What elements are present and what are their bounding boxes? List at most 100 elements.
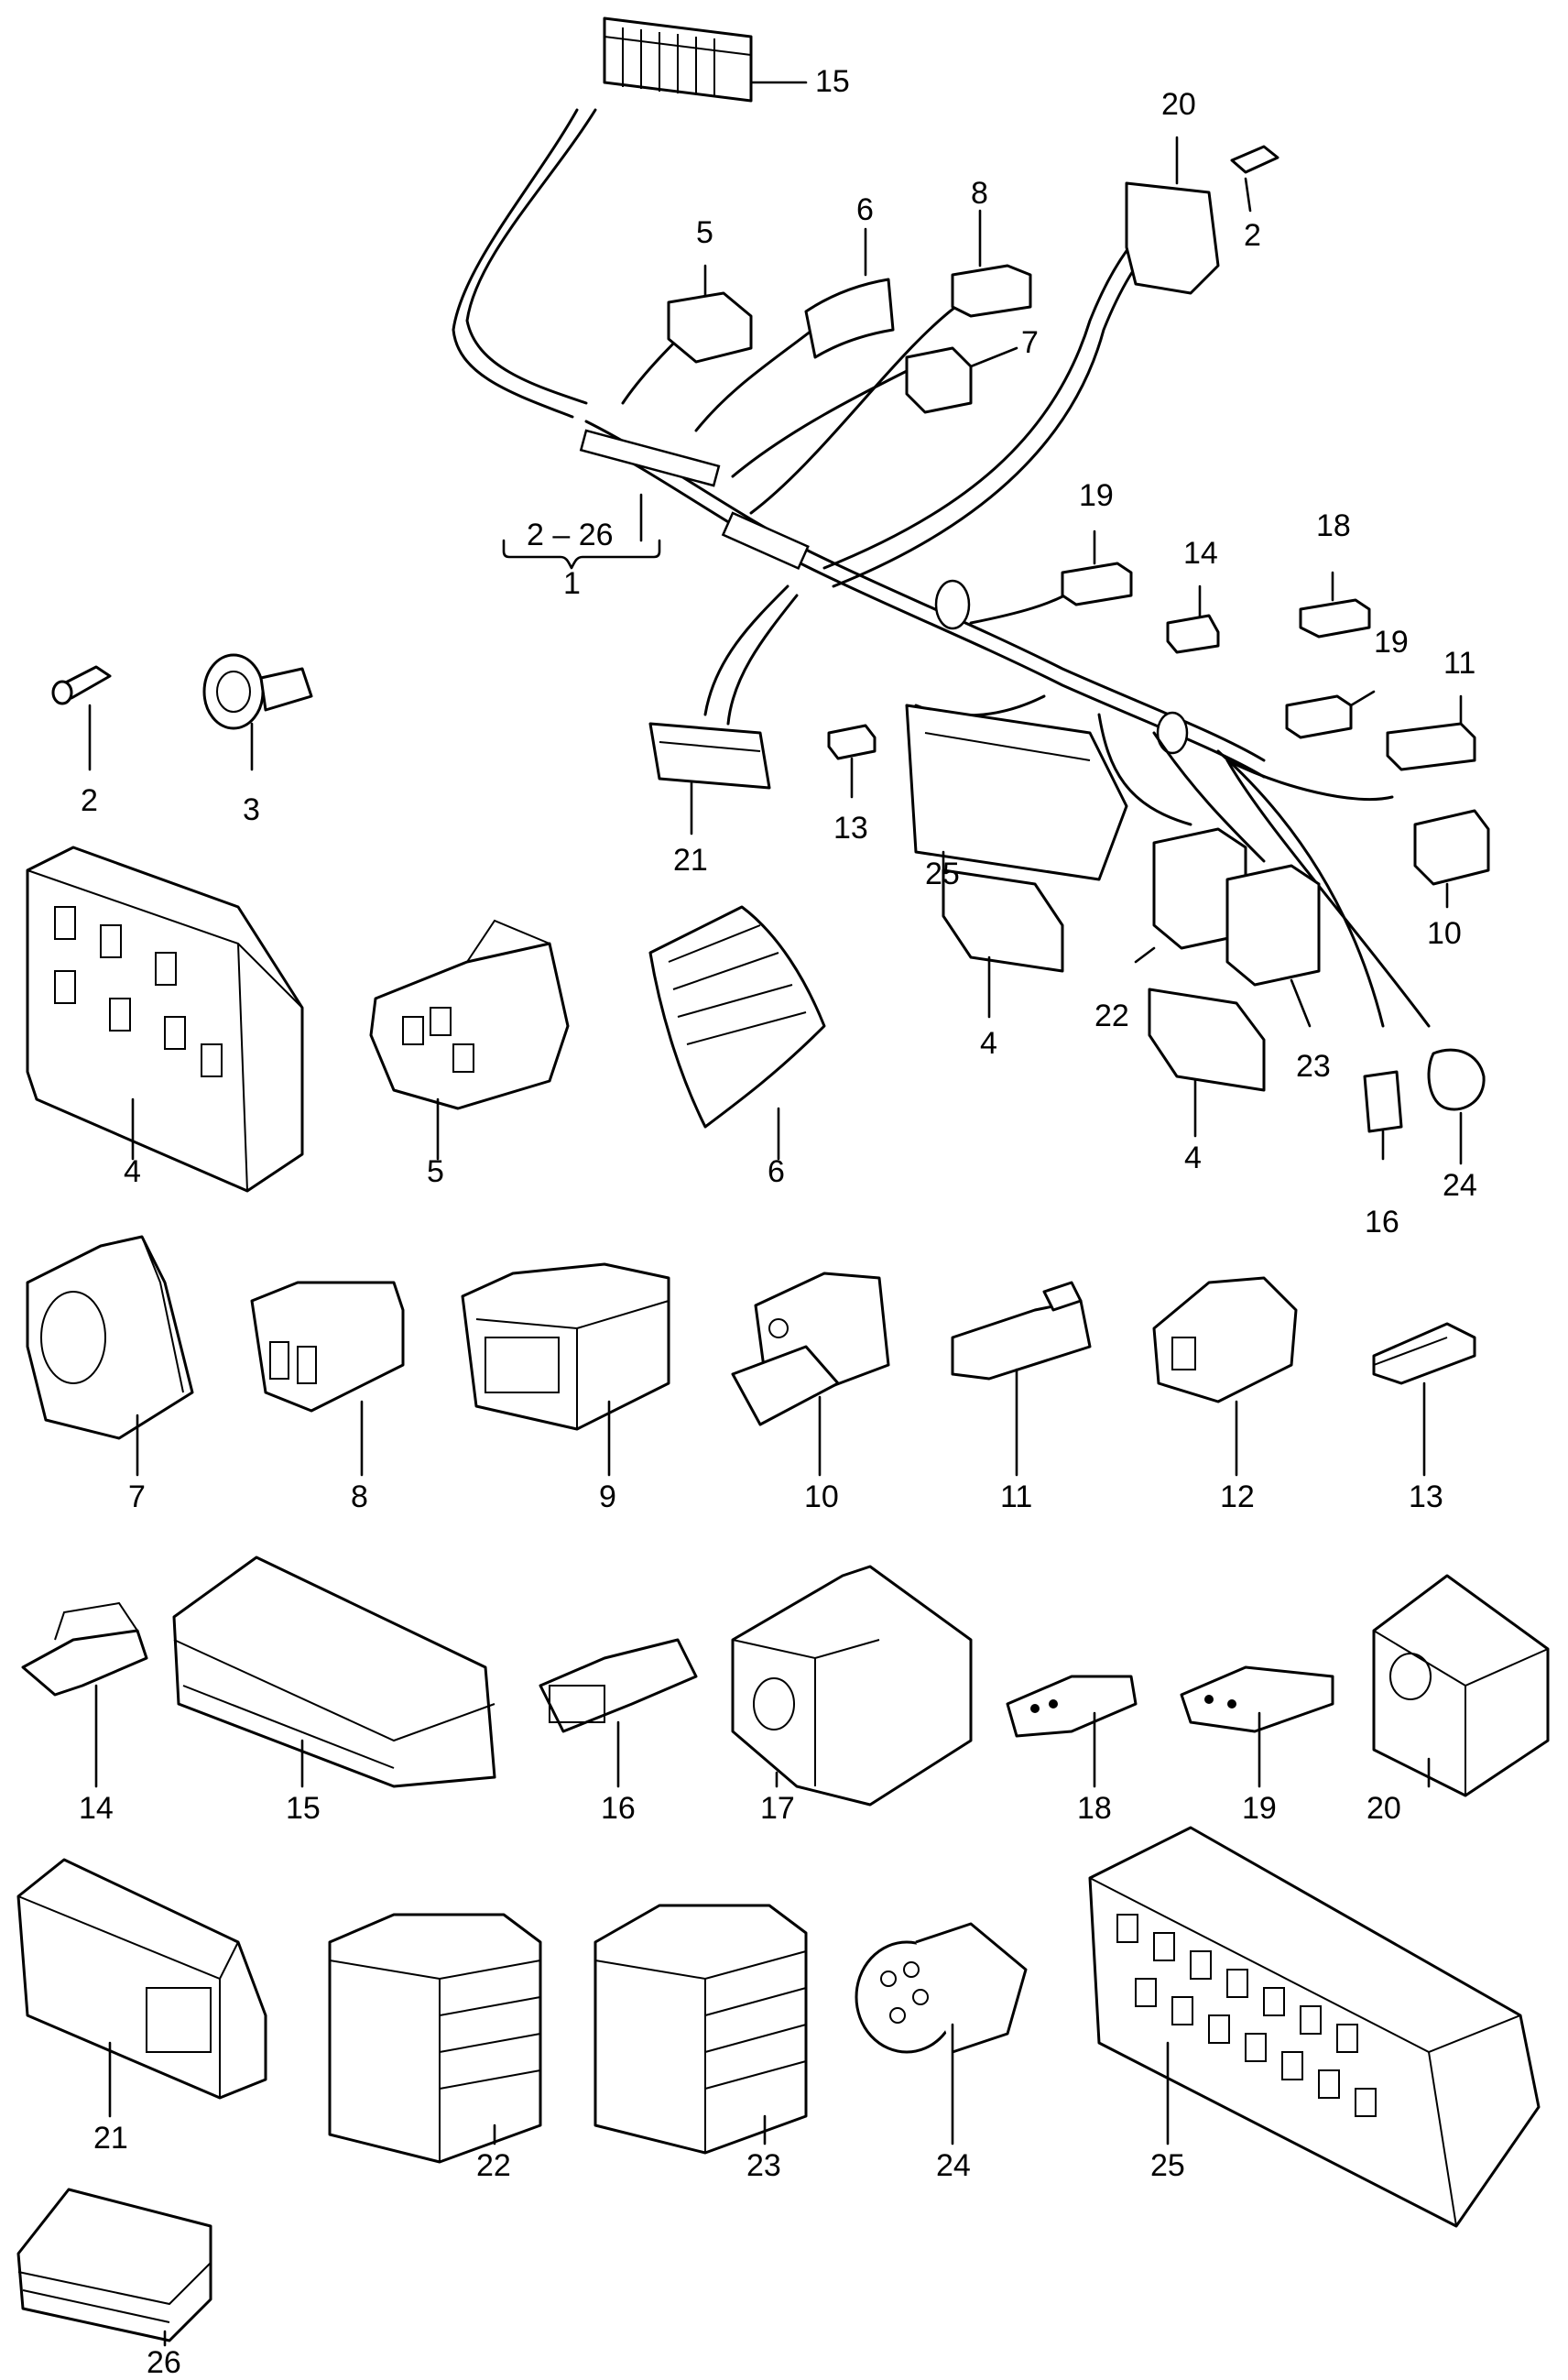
label-26: 26 <box>147 2345 181 2375</box>
part-20-connector: 20 <box>1367 1574 1550 1826</box>
label-23: 23 <box>746 2148 781 2183</box>
label-19-harness-right: 19 <box>1374 625 1409 660</box>
label-18: 18 <box>1077 1791 1112 1826</box>
label-6-harness: 6 <box>856 192 874 227</box>
connector-13-harness <box>827 724 877 799</box>
part-2-bulb: 2 <box>51 665 112 818</box>
connector-21-harness <box>648 722 771 835</box>
label-15: 15 <box>286 1791 321 1826</box>
label-2-harness: 2 <box>1244 218 1261 253</box>
label-2-26: 2 – 26 <box>527 518 614 552</box>
part-7-connector: 7 <box>26 1235 194 1514</box>
label-11-harness: 11 <box>1443 646 1475 681</box>
label-4: 4 <box>124 1154 141 1189</box>
part-24-round-connector: 24 <box>855 1922 1028 2183</box>
label-8-harness: 8 <box>971 176 988 211</box>
label-13-harness: 13 <box>833 811 868 846</box>
label-24-harness: 24 <box>1443 1168 1477 1203</box>
part-26-connector: 26 <box>16 2188 212 2380</box>
label-15-harness: 15 <box>815 64 850 99</box>
label-21-harness: 21 <box>673 843 708 878</box>
label-9: 9 <box>599 1479 616 1514</box>
part-15-connector: 15 <box>172 1556 496 1826</box>
label-13: 13 <box>1409 1479 1443 1514</box>
connector-16-harness <box>1363 1070 1403 1161</box>
part-8-connector: 8 <box>250 1281 405 1514</box>
part-6-curved-connector: 6 <box>648 905 826 1189</box>
label-16: 16 <box>601 1791 636 1826</box>
label-10: 10 <box>804 1479 839 1514</box>
label-1: 1 <box>563 566 581 601</box>
label-11: 11 <box>1000 1479 1032 1514</box>
label-24: 24 <box>936 2148 971 2183</box>
part-18-connector: 18 <box>1006 1675 1138 1826</box>
part-21-connector: 21 <box>16 1858 267 2156</box>
connector-7-harness <box>905 346 1018 414</box>
label-21: 21 <box>93 2121 128 2156</box>
label-20-harness: 20 <box>1161 87 1196 122</box>
part-23-connector: 23 <box>593 1904 808 2183</box>
connector-14-harness <box>1166 584 1220 654</box>
part-25-connector-block: 25 <box>1088 1826 1541 2228</box>
label-16-harness: 16 <box>1365 1205 1399 1239</box>
bulb-2-harness <box>1230 145 1279 213</box>
label-25: 25 <box>1150 2148 1185 2183</box>
label-5-harness: 5 <box>696 215 713 250</box>
label-12: 12 <box>1220 1479 1255 1514</box>
part-14-terminal: 14 <box>21 1601 148 1826</box>
connector-15-harness <box>603 16 808 103</box>
label-22-harness: 22 <box>1094 999 1129 1033</box>
label-22: 22 <box>476 2148 511 2183</box>
connector-4-harness-lower <box>1148 988 1266 1138</box>
label-7-harness: 7 <box>1021 325 1039 360</box>
label-3: 3 <box>243 792 260 827</box>
label-19: 19 <box>1242 1791 1277 1826</box>
part-19-connector: 19 <box>1180 1665 1334 1826</box>
connector-25-harness <box>905 704 1128 886</box>
label-4-harness-lower: 4 <box>1184 1141 1202 1175</box>
label-10-harness: 10 <box>1427 916 1462 951</box>
part-3-grommet: 3 <box>202 653 313 827</box>
label-19-harness-top: 19 <box>1079 478 1114 513</box>
part-13-terminal: 13 <box>1372 1322 1476 1514</box>
connector-11-harness <box>1386 694 1476 771</box>
connector-8-harness <box>951 209 1032 318</box>
part-12-connector: 12 <box>1152 1276 1298 1514</box>
connector-23-harness <box>1225 864 1321 1028</box>
label-6: 6 <box>768 1154 785 1189</box>
part-10-connector: 10 <box>731 1272 890 1514</box>
label-17: 17 <box>760 1791 795 1826</box>
label-20: 20 <box>1367 1791 1401 1826</box>
connector-19-harness-top <box>1061 529 1133 606</box>
assembly-bracket: 2 – 26 1 <box>502 493 661 601</box>
label-4-harness-mid: 4 <box>980 1026 997 1061</box>
connector-24-harness <box>1427 1048 1486 1165</box>
label-18-harness: 18 <box>1316 508 1351 543</box>
label-2: 2 <box>81 783 98 818</box>
label-14: 14 <box>79 1791 114 1826</box>
connector-10-harness <box>1413 809 1490 909</box>
label-14-harness: 14 <box>1183 536 1218 571</box>
part-17-relay-socket: 17 <box>731 1565 973 1826</box>
part-16-connector: 16 <box>539 1638 698 1826</box>
part-9-connector: 9 <box>461 1262 670 1514</box>
connector-6-harness <box>804 227 895 359</box>
wiring-harness <box>452 108 1431 1028</box>
label-8: 8 <box>351 1479 368 1514</box>
connector-20-harness <box>1125 136 1220 295</box>
harness-labels: 15 20 2 5 6 8 7 19 18 14 19 11 13 25 21 … <box>673 64 1477 1239</box>
part-4-connector-housing: 4 <box>26 846 304 1193</box>
part-11-terminal: 11 <box>951 1281 1092 1514</box>
label-25-harness: 25 <box>925 857 960 891</box>
label-23-harness: 23 <box>1296 1049 1331 1084</box>
connector-18-harness <box>1299 571 1371 639</box>
part-22-connector: 22 <box>328 1913 542 2183</box>
connector-5-harness <box>667 264 753 364</box>
label-7: 7 <box>128 1479 146 1514</box>
label-5: 5 <box>427 1154 444 1189</box>
part-5-round-connector: 5 <box>369 919 570 1189</box>
connector-4-harness-mid <box>942 868 1064 1019</box>
connector-19-harness-right <box>1285 690 1376 739</box>
